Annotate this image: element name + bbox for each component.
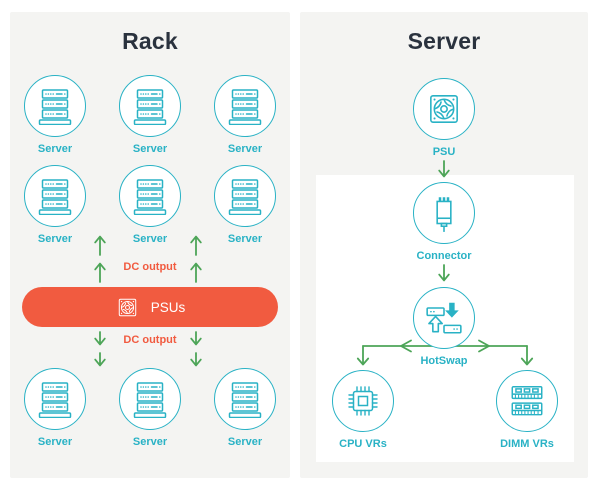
arrow-down-icon — [437, 264, 451, 284]
server-label: Server — [227, 436, 263, 448]
psu-node: PSU — [402, 78, 486, 158]
server-icon — [36, 177, 74, 215]
server-panel: Server PSU Connector — [300, 12, 588, 478]
server-circle — [214, 165, 276, 227]
arrow-up-icon — [189, 234, 203, 256]
rack-server-node: Server — [13, 75, 97, 155]
hotswap-node: HotSwap — [402, 287, 486, 367]
cpu-vrs-label: CPU VRs — [339, 438, 387, 450]
server-label: Server — [37, 233, 73, 245]
server-icon — [131, 177, 169, 215]
server-panel-title: Server — [407, 28, 481, 54]
rack-panel-title: Rack — [122, 28, 178, 54]
server-circle — [24, 165, 86, 227]
server-circle — [119, 75, 181, 137]
cpu-vrs-node: CPU VRs — [321, 370, 405, 450]
dc-output-bottom-label: DC output — [123, 334, 177, 346]
server-label: Server — [132, 233, 168, 245]
server-label: Server — [37, 436, 73, 448]
server-label: Server — [132, 436, 168, 448]
arrow-down-icon — [189, 352, 203, 368]
connector-icon — [424, 192, 464, 234]
hotswap-circle — [413, 287, 475, 349]
dc-up-arrows-right — [189, 234, 203, 283]
rack-server-node: Server — [108, 165, 192, 245]
dimm-vrs-node: DIMM VRs — [485, 370, 569, 450]
psu-circle — [413, 78, 475, 140]
server-circle — [24, 368, 86, 430]
arrow-down-icon — [93, 352, 107, 368]
rack-server-node: Server — [13, 165, 97, 245]
arrow-down-icon — [437, 160, 451, 180]
server-circle — [119, 368, 181, 430]
server-label: Server — [227, 233, 263, 245]
server-circle — [24, 75, 86, 137]
rack-server-node: Server — [108, 75, 192, 155]
server-icon — [226, 380, 264, 418]
connector-node: Connector — [402, 182, 486, 262]
dimm-vrs-label: DIMM VRs — [500, 438, 554, 450]
dimm-icon — [507, 383, 547, 419]
server-icon — [226, 177, 264, 215]
psu-fan-icon — [115, 295, 140, 320]
cpu-vrs-circle — [332, 370, 394, 432]
psu-to-connector-arrow — [437, 160, 451, 180]
psus-pill-label: PSUs — [150, 299, 186, 315]
connector-to-hotswap-arrow — [437, 264, 451, 284]
hotswap-icon — [424, 300, 464, 336]
server-icon — [131, 380, 169, 418]
server-icon — [131, 87, 169, 125]
server-icon — [226, 87, 264, 125]
server-circle — [214, 75, 276, 137]
dc-output-top-label: DC output — [123, 261, 177, 273]
server-label: Server — [132, 143, 168, 155]
psu-fan-icon — [424, 89, 464, 129]
server-circle — [214, 368, 276, 430]
dc-up-arrows-left — [93, 234, 107, 283]
arrow-up-icon — [93, 234, 107, 256]
server-label: Server — [37, 143, 73, 155]
rack-server-node: Server — [203, 75, 287, 155]
rack-server-node: Server — [13, 368, 97, 448]
rack-server-node: Server — [203, 368, 287, 448]
rack-server-node: Server — [203, 165, 287, 245]
server-label: Server — [227, 143, 263, 155]
server-icon — [36, 380, 74, 418]
connector-circle — [413, 182, 475, 244]
server-icon — [36, 87, 74, 125]
rack-server-node: Server — [108, 368, 192, 448]
rack-panel: Rack Server Server Server Server Server … — [10, 12, 290, 478]
psu-label: PSU — [432, 146, 456, 158]
connector-label: Connector — [416, 250, 472, 262]
dimm-vrs-circle — [496, 370, 558, 432]
hotswap-label: HotSwap — [420, 355, 468, 367]
server-circle — [119, 165, 181, 227]
cpu-chip-icon — [343, 381, 383, 421]
psus-pill: PSUs — [22, 287, 278, 327]
